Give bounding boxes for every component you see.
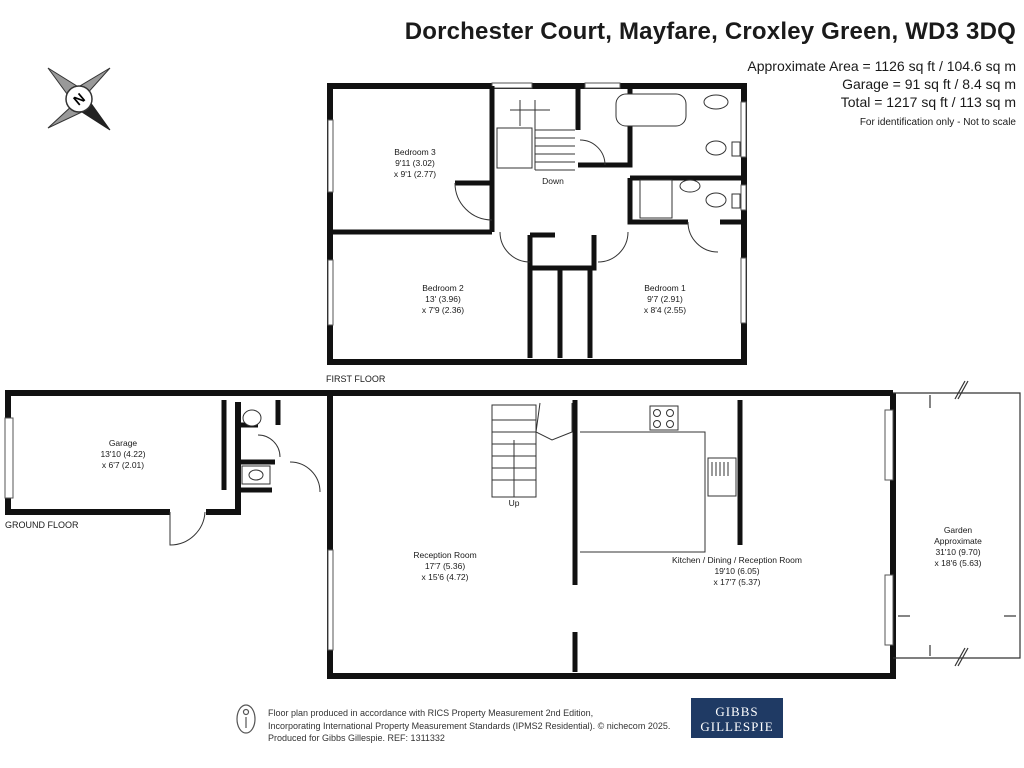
footer-line-2: Incorporating International Property Mea… xyxy=(268,720,671,731)
approximate-area: Approximate Area = 1126 sq ft / 104.6 sq… xyxy=(747,58,1016,74)
ground-floor-doors xyxy=(169,434,321,546)
footer-disclaimer: Floor plan produced in accordance with R… xyxy=(268,707,670,745)
garage-dim1: 13'10 (4.22) xyxy=(100,449,145,459)
ground-floor-stairs-label: Up xyxy=(509,498,520,508)
garage-area: Garage = 91 sq ft / 8.4 sq m xyxy=(842,76,1016,92)
scale-note: For identification only - Not to scale xyxy=(859,117,1016,128)
bedroom-2-dim1: 13' (3.96) xyxy=(425,294,461,304)
first-floor-label: FIRST FLOOR xyxy=(326,374,386,384)
kitchen-fixtures xyxy=(580,405,737,553)
reception-room-label: Reception Room xyxy=(413,550,476,560)
kitchen-label: Kitchen / Dining / Reception Room xyxy=(672,555,802,565)
garden-label: Garden xyxy=(944,525,973,535)
bedroom-1-dim2: x 8'4 (2.55) xyxy=(644,305,686,315)
bedroom-3-dim1: 9'11 (3.02) xyxy=(395,158,435,168)
garage-label: Garage xyxy=(109,438,138,448)
property-title: Dorchester Court, Mayfare, Croxley Green… xyxy=(404,18,1016,45)
bedroom-2-dim2: x 7'9 (2.36) xyxy=(422,305,464,315)
first-floor-doors xyxy=(454,139,719,263)
first-floor-stairs xyxy=(496,100,575,171)
bedroom-3-label: Bedroom 3 xyxy=(394,147,436,157)
garden-dim2: x 18'6 (5.63) xyxy=(935,558,982,568)
bedroom-1-label: Bedroom 1 xyxy=(644,283,686,293)
agency-logo: GIBBS GILLESPIE xyxy=(691,698,783,738)
ground-floor-internal-walls xyxy=(221,400,743,672)
bedroom-1-dim1: 9'7 (2.91) xyxy=(647,294,683,304)
logo-line-1: GIBBS xyxy=(715,704,759,719)
garden-approximate: Approximate xyxy=(934,536,982,546)
reception-room-dim2: x 15'6 (4.72) xyxy=(422,572,469,582)
wc-fixtures xyxy=(241,409,271,485)
ground-floor-walls xyxy=(5,390,896,679)
first-floor-internal-walls xyxy=(330,86,744,358)
footer-line-1: Floor plan produced in accordance with R… xyxy=(268,708,594,718)
garage-dim2: x 6'7 (2.01) xyxy=(102,460,144,470)
reception-room-dim1: 17'7 (5.36) xyxy=(425,561,466,571)
bedroom-3-dim2: x 9'1 (2.77) xyxy=(394,169,436,179)
garden-outline xyxy=(893,380,1021,667)
kitchen-dim2: x 17'7 (5.37) xyxy=(714,577,761,587)
ground-floor-windows xyxy=(4,409,894,651)
person-icon xyxy=(236,704,256,734)
bedroom-2-label: Bedroom 2 xyxy=(422,283,464,293)
first-floor-windows xyxy=(327,82,747,326)
ground-floor-label: GROUND FLOOR xyxy=(5,520,79,530)
total-area: Total = 1217 sq ft / 113 sq m xyxy=(840,94,1016,110)
footer-line-3: Produced for Gibbs Gillespie. REF: 13113… xyxy=(268,733,445,743)
garden-dim1: 31'10 (9.70) xyxy=(935,547,980,557)
kitchen-dim1: 19'10 (6.05) xyxy=(714,566,759,576)
bathroom-fixtures xyxy=(615,93,741,219)
compass-icon: N xyxy=(47,67,111,131)
logo-line-2: GILLESPIE xyxy=(700,719,774,734)
ground-floor-stairs xyxy=(491,402,573,498)
first-floor-stairs-label: Down xyxy=(542,176,564,186)
